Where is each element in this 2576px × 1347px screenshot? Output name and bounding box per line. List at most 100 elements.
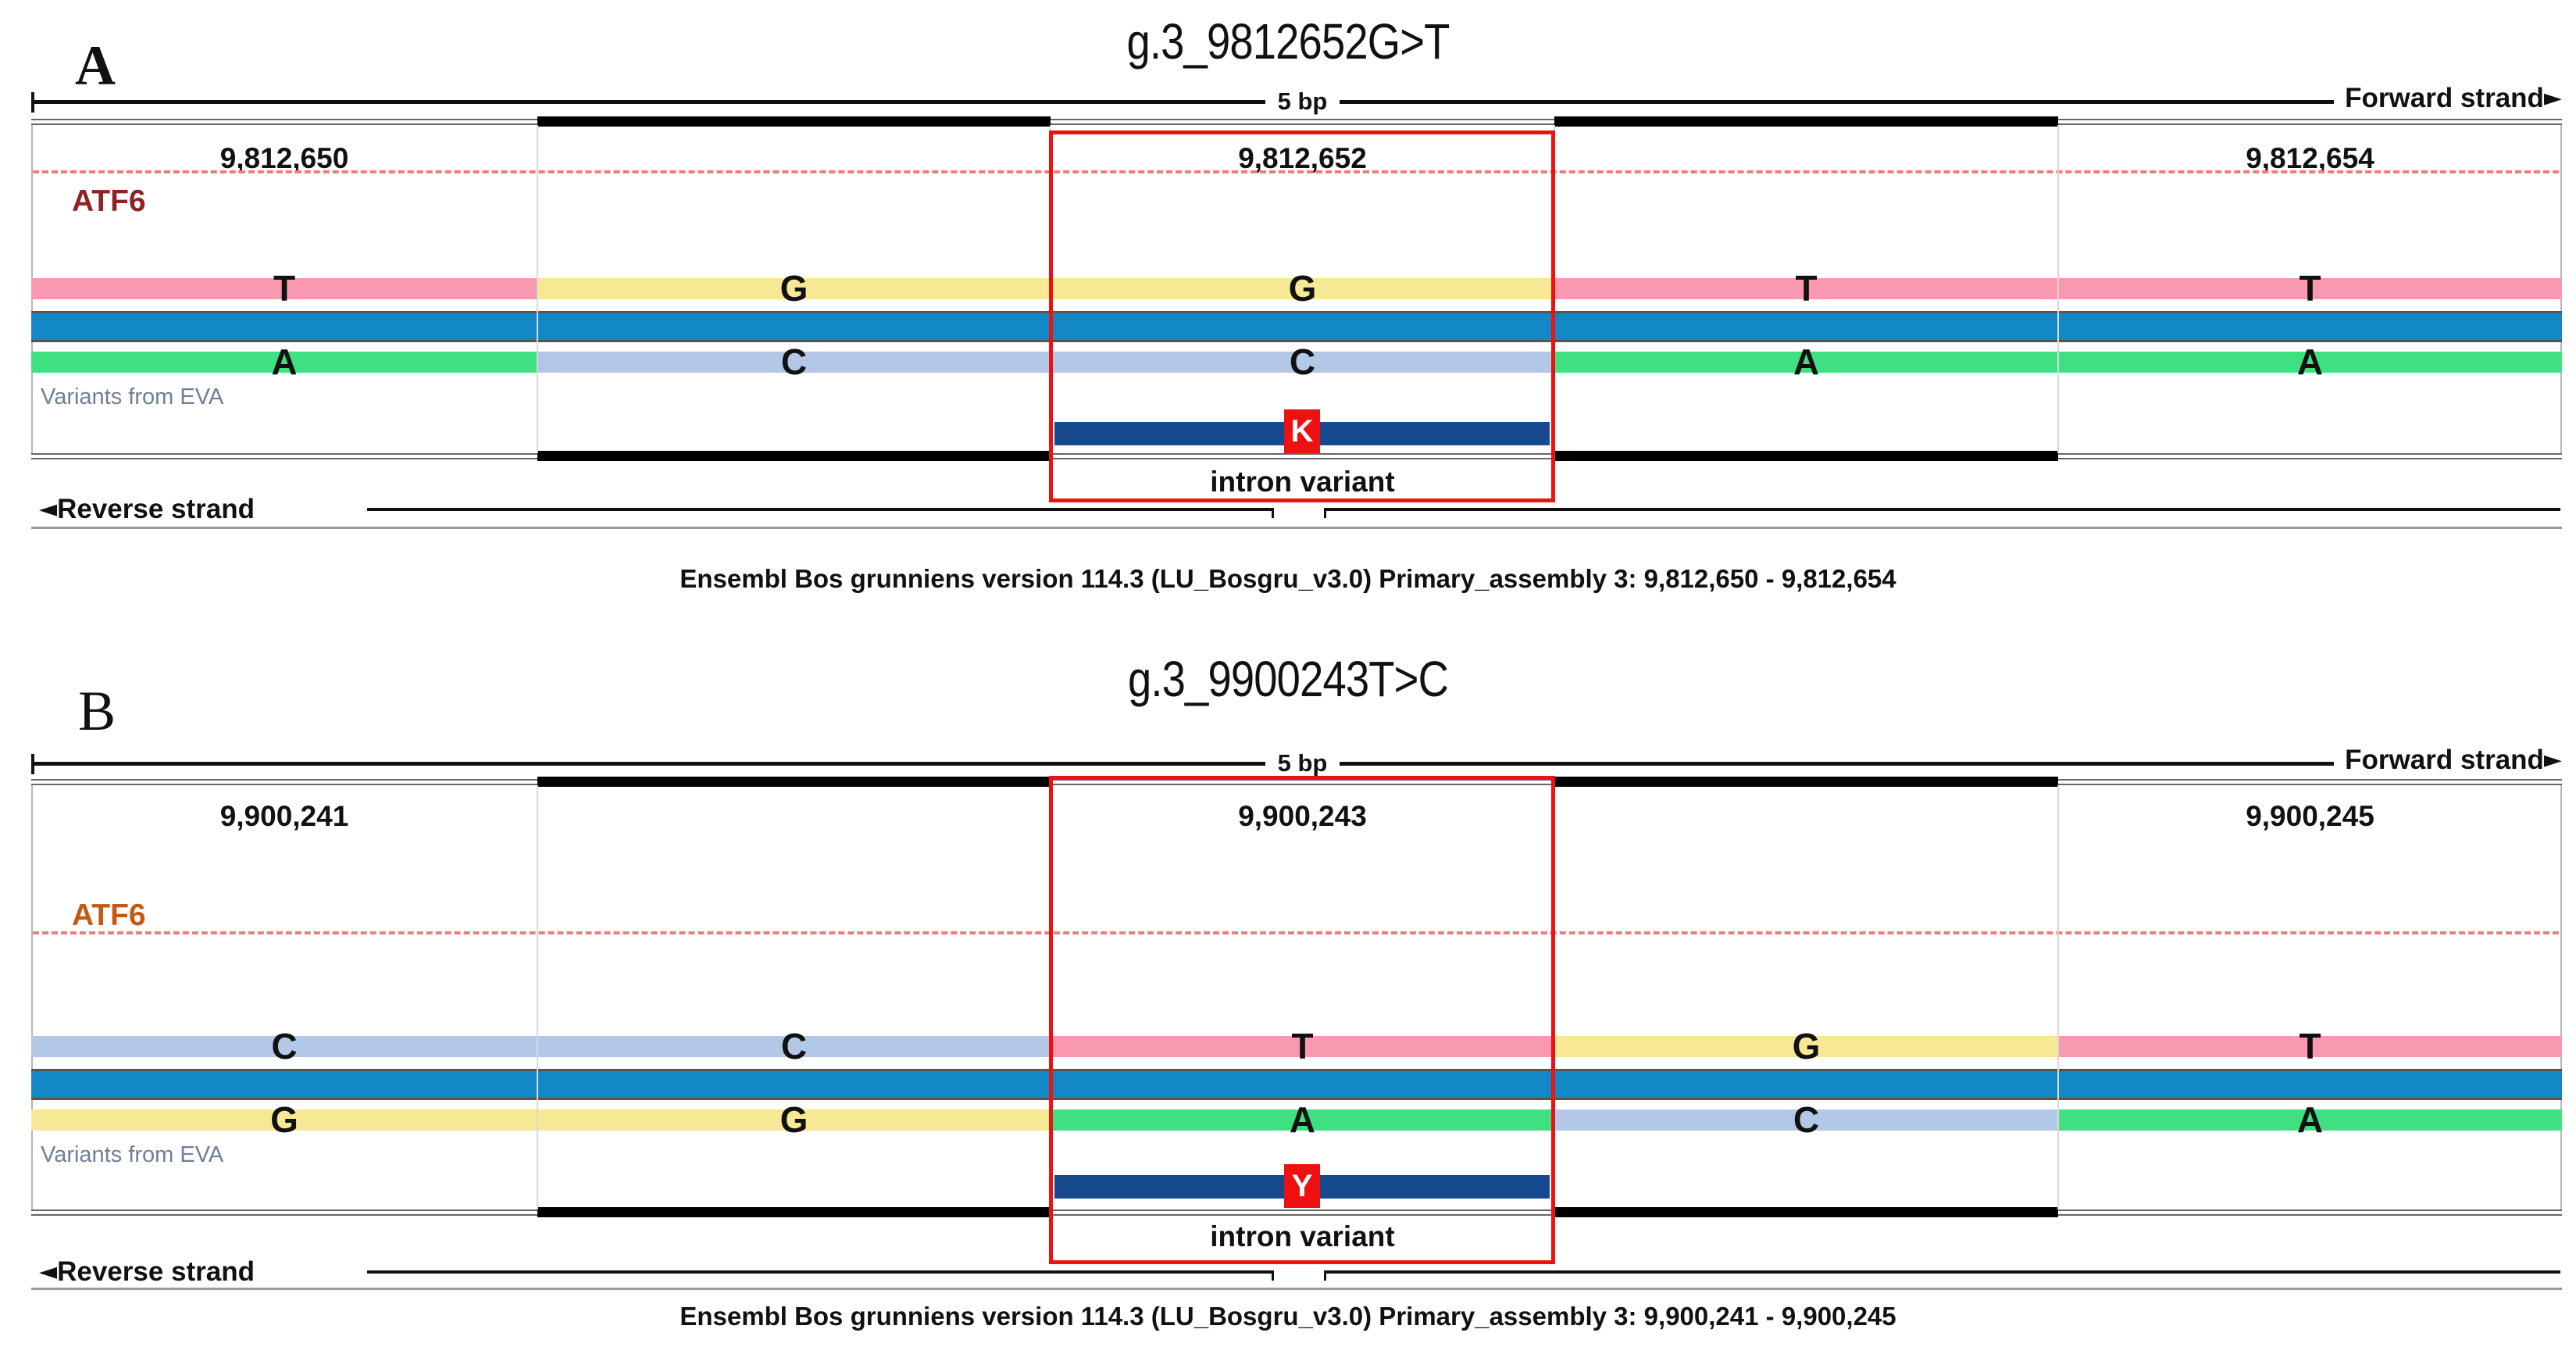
base-letter: A [1793, 341, 1820, 382]
center-tick [1272, 1270, 1274, 1281]
variant-highlight-box [1049, 130, 1555, 502]
forward-arrow-icon: ► [2543, 746, 2562, 774]
reverse-arrow-icon: ◄ [39, 495, 58, 523]
base-cell: C [31, 1026, 537, 1067]
panel-border-bottom [31, 453, 2562, 459]
ruler-block [537, 777, 1051, 787]
base-cell: G [31, 1099, 537, 1140]
column-separator [2057, 125, 2059, 453]
base-letter: G [780, 268, 808, 309]
center-tick [1272, 508, 1274, 518]
base-cell: G [537, 1099, 1051, 1140]
forward-strand-text: Forward strand [2345, 83, 2544, 113]
forward-base-row: T G G T T [0, 268, 2576, 309]
forward-strand-label: Forward strand► [2334, 83, 2562, 114]
base-letter: C [271, 1026, 298, 1067]
position-label: 9,812,650 [219, 142, 349, 174]
base-letter: A [271, 341, 298, 382]
contig-border [31, 1069, 2562, 1071]
base-letter: A [2296, 341, 2324, 382]
center-tick [1324, 508, 1326, 518]
base-cell: A [2058, 341, 2562, 382]
base-letter: A [2296, 1099, 2324, 1140]
panel-letter: A [75, 34, 116, 97]
base-letter: T [1795, 268, 1818, 309]
panel-border-right [2560, 779, 2562, 1216]
assembly-footer: Ensembl Bos grunniens version 114.3 (LU_… [680, 1302, 1896, 1331]
position-label: 9,900,241 [219, 800, 349, 832]
variant-highlight-box [1049, 776, 1555, 1264]
reverse-strand-line [367, 1270, 1272, 1274]
contig-border [31, 1098, 2562, 1100]
position-label: 9,812,654 [2246, 142, 2374, 174]
base-letter: T [2299, 1026, 2321, 1067]
gene-extent-dashed-line [33, 931, 2559, 934]
base-cell: C [1554, 1102, 2058, 1138]
base-cell: T [1051, 1028, 1554, 1064]
panel-border-top [31, 119, 2562, 125]
reverse-strand-line [1326, 1270, 2560, 1274]
base-cell: T [31, 268, 537, 309]
position-label: 9,812,652 [1238, 142, 1367, 174]
ruler-block [1554, 116, 2058, 127]
base-cell: T [1554, 268, 2058, 309]
panel-border-top [31, 779, 2562, 785]
scale-label: 5 bp [1051, 749, 1554, 777]
scale-label: 5 bp [1051, 88, 1554, 116]
base-cell: A [2058, 1099, 2562, 1140]
forward-strand-label: Forward strand► [2334, 745, 2562, 776]
panel-border-left [31, 779, 33, 1216]
base-letter: C [780, 341, 808, 382]
consequence-label: intron variant [1210, 1220, 1395, 1252]
base-letter: T [2299, 268, 2321, 309]
ruler-block [537, 116, 1051, 127]
reverse-arrow-icon: ◄ [39, 1258, 58, 1285]
eva-track-label: Variants from EVA [41, 1142, 224, 1167]
variant-allele-badge: Y [1284, 1164, 1320, 1208]
base-cell: A [31, 341, 537, 382]
assembly-footer: Ensembl Bos grunniens version 114.3 (LU_… [680, 564, 1896, 593]
base-letter: G [270, 1099, 298, 1140]
reverse-strand-label: ◄Reverse strand [39, 494, 264, 525]
variant-allele-badge: K [1284, 409, 1320, 453]
ruler-block [537, 1207, 1051, 1217]
reverse-strand-line [367, 508, 1272, 511]
base-cell: C [537, 1026, 1051, 1067]
column-separator [2057, 785, 2059, 1209]
contig-strand-label: 3 > [1550, 631, 1578, 648]
base-cell: A [1554, 341, 2058, 382]
gene-label: ATF6 [72, 184, 146, 218]
contig-bar: 3 > [31, 313, 2562, 648]
base-cell: C [537, 341, 1051, 382]
ruler-block [1554, 1207, 2058, 1217]
panel-baseline [31, 1288, 2562, 1290]
base-letter: T [273, 268, 296, 309]
reverse-strand-text: Reverse strand [57, 494, 255, 524]
forward-arrow-icon: ► [2543, 84, 2562, 112]
panel-baseline [31, 527, 2562, 529]
column-separator [537, 785, 538, 1209]
ruler-tick [31, 92, 34, 113]
reverse-strand-label: ◄Reverse strand [39, 1256, 264, 1288]
reverse-strand-text: Reverse strand [57, 1256, 255, 1287]
reverse-base-row: A C C A A [0, 341, 2576, 382]
panel-border-bottom [31, 1209, 2562, 1216]
contig-bar: 3 > [31, 1071, 2562, 1098]
base-cell: T [2058, 1026, 2562, 1067]
panel-title: g.3_9900243T>C [1127, 651, 1449, 707]
panel-letter: B [78, 680, 116, 742]
contig-border [31, 311, 2562, 313]
contig-border [31, 340, 2562, 342]
gene-label: ATF6 [72, 899, 146, 932]
consequence-label: intron variant [1210, 466, 1395, 498]
center-tick [1324, 1270, 1326, 1281]
ruler-tick [31, 754, 34, 774]
ruler-block [537, 451, 1051, 461]
base-letter: G [1792, 1026, 1821, 1067]
base-letter: C [780, 1026, 808, 1067]
position-label: 9,900,243 [1238, 800, 1367, 832]
variant-panel-a: A g.3_9812652G>T 5 bp Forward strand► 9,… [0, 0, 2576, 648]
ruler-block [1554, 777, 2058, 787]
base-letter: G [780, 1099, 808, 1140]
